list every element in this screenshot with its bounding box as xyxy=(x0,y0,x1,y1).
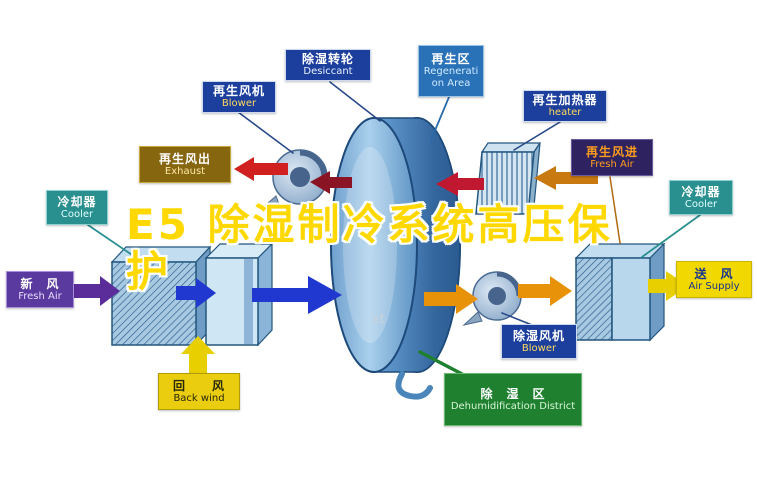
label-en: heater xyxy=(548,107,582,118)
connector-line xyxy=(329,81,381,122)
connector-line xyxy=(513,121,561,151)
label-zh: 再生区 xyxy=(431,52,471,66)
supply-cooler-unit xyxy=(574,242,666,342)
wheel-drive-bracket xyxy=(395,371,433,400)
label-zh: 再生风进 xyxy=(585,144,638,159)
connector-line xyxy=(609,176,621,244)
connector-line xyxy=(237,111,294,154)
label-back-wind: 回 风 Back wind xyxy=(158,373,240,410)
mixing-box-unit xyxy=(204,242,274,347)
wheel-highlight xyxy=(343,147,397,343)
dehumid-zone-connector xyxy=(418,350,464,376)
label-en: Cooler xyxy=(60,208,94,220)
label-en: Fresh Air xyxy=(590,158,634,170)
cooler-coil-panel xyxy=(111,261,197,346)
label-connectors xyxy=(87,81,701,376)
label-en: Regeneration Area xyxy=(423,66,479,89)
label-en: Blower xyxy=(221,98,257,109)
label-en: Cooler xyxy=(684,198,718,210)
label-regeneration-area: 再生区 Regeneration Area xyxy=(418,45,484,97)
dehumid-blower-fan xyxy=(462,271,522,326)
label-zh: 冷却器 xyxy=(681,184,721,199)
label-regen-heater: 再生加热器 heater xyxy=(523,90,607,122)
label-zh: 除湿风机 xyxy=(512,328,565,343)
label-desiccant-wheel: 除湿转轮 Desiccant xyxy=(285,49,371,81)
heater-element-panel xyxy=(475,151,535,215)
return-air-arrow xyxy=(181,336,215,380)
process-air-arrow-1 xyxy=(424,284,478,314)
connector-line xyxy=(430,96,450,141)
connector-line xyxy=(641,214,701,258)
wheel-front-face xyxy=(330,117,418,373)
label-cooler-right: 冷却器 Cooler xyxy=(669,180,733,215)
label-dehumid-district: 除 湿 区 Dehumidification District xyxy=(444,373,582,426)
supply-air-arrow-1 xyxy=(176,278,216,308)
process-air-arrow-2 xyxy=(518,276,572,306)
unit-top-face xyxy=(110,246,212,263)
label-en: Air Supply xyxy=(688,280,740,292)
fresh-air-arrow xyxy=(74,276,120,306)
label-zh: 冷却器 xyxy=(57,194,97,209)
label-cooler-left: 冷却器 Cooler xyxy=(46,190,108,225)
label-zh: 送 风 xyxy=(694,266,734,281)
fan-hub xyxy=(488,287,506,305)
label-zh: 再生风出 xyxy=(158,151,211,166)
unit-inner-stripe xyxy=(244,259,253,344)
label-dehumid-blower: 除湿风机 Blower xyxy=(501,324,577,359)
heater-top-face xyxy=(480,142,542,153)
cooler-coil-panel xyxy=(575,257,613,341)
supply-air-arrow-2 xyxy=(252,276,342,314)
regen-heater-unit xyxy=(475,142,542,217)
desiccant-wheel xyxy=(330,117,461,400)
fan-snout xyxy=(258,195,281,211)
label-zh: 除 湿 区 xyxy=(480,386,546,401)
label-en: Dehumidification District xyxy=(450,400,576,412)
label-zh: 再生风机 xyxy=(212,84,265,98)
regen-wheel-out-arrow xyxy=(310,171,352,194)
label-en: Blower xyxy=(521,342,557,354)
fan-snout xyxy=(462,311,483,326)
label-air-supply: 送 风 Air Supply xyxy=(676,261,752,298)
connector-line xyxy=(87,224,139,260)
label-fresh-air: 新 风 Fresh Air xyxy=(6,271,74,308)
label-zh: 再生加热器 xyxy=(532,93,598,107)
watermark-text: xt xyxy=(372,312,385,327)
label-zh: 除湿转轮 xyxy=(301,52,354,66)
label-en: Fresh Air xyxy=(18,290,62,302)
regen-hot-air-arrow xyxy=(436,172,484,196)
fan-hub xyxy=(290,167,310,187)
label-en: Exhaust xyxy=(164,165,206,177)
label-regen-fresh-air: 再生风进 Fresh Air xyxy=(571,139,653,176)
label-en: Back wind xyxy=(173,392,225,404)
fan-scroll xyxy=(299,150,327,178)
unit-front-face xyxy=(611,257,651,341)
label-exhaust: 再生风出 Exhaust xyxy=(139,146,231,183)
connector-line xyxy=(501,312,533,326)
air-supply-arrow xyxy=(648,271,688,301)
label-en: Desiccant xyxy=(303,66,353,77)
label-zh: 回 风 xyxy=(172,378,225,393)
label-regen-blower: 再生风机 Blower xyxy=(202,81,276,113)
regen-exhaust-arrow xyxy=(234,157,288,181)
label-zh: 新 风 xyxy=(20,276,60,291)
